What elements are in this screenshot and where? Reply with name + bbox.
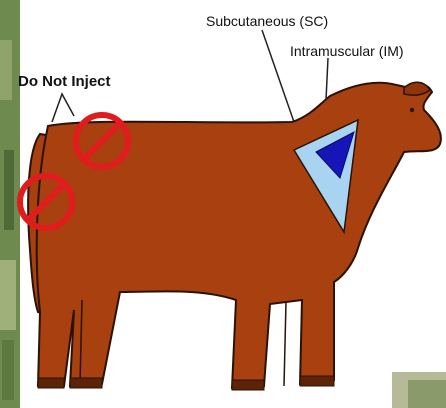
background-foliage-left — [0, 0, 20, 408]
subcutaneous-label: Subcutaneous (SC) — [206, 13, 328, 29]
intramuscular-label: Intramuscular (IM) — [290, 43, 404, 59]
do-not-inject-label: Do Not Inject — [18, 73, 111, 90]
background-foliage-bottom-right — [392, 372, 446, 408]
intramuscular-leader-line — [326, 58, 328, 100]
cow-silhouette — [28, 82, 441, 390]
do-not-inject-leader-lines — [52, 94, 74, 122]
